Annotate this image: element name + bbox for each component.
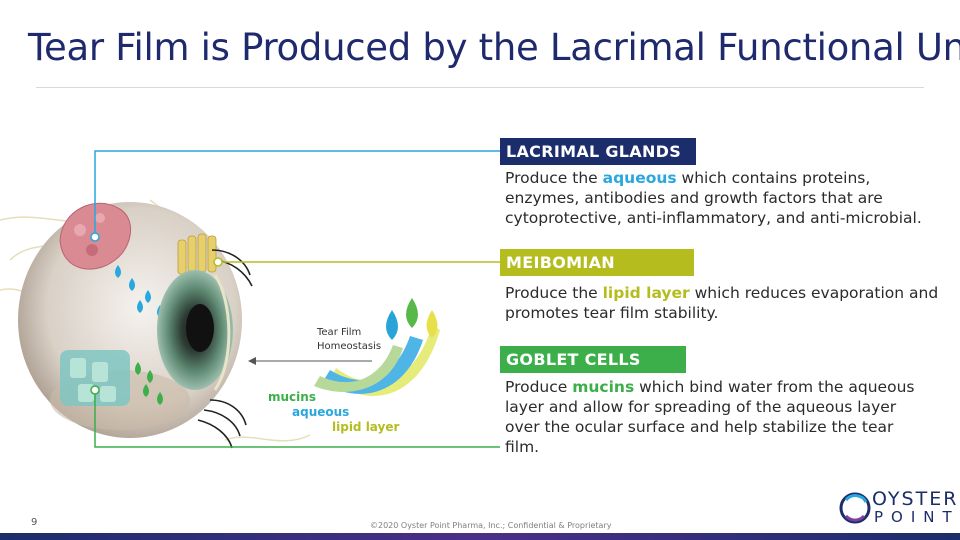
page-number: 9 [31, 517, 38, 528]
oyster-point-logo-icon [839, 492, 871, 524]
logo-word-oyster: OYSTER [872, 488, 959, 510]
tear-film-drops [386, 298, 438, 340]
eyelashes [197, 249, 253, 449]
goblet-cells [60, 350, 130, 406]
homeostasis-label-line1: Tear Film [316, 327, 361, 338]
slide-title: Tear Film is Produced by the Lacrimal Fu… [28, 26, 960, 69]
layer-label-lipid: lipid layer [332, 420, 400, 434]
lacrimal-callout-line [94, 150, 500, 237]
eye-diagram: Tear Film Homeostasis mucins aqueous lip… [0, 150, 500, 449]
footer-copyright: ©2020 Oyster Point Pharma, Inc.; Confide… [370, 521, 612, 530]
title-divider [36, 87, 924, 88]
meibomian-glands-header: MEIBOMIAN GLANDS [500, 249, 694, 299]
goblet-cells-description: Produce mucins which bind water from the… [505, 378, 915, 456]
meibomian-glands [177, 233, 217, 275]
mucins-highlight: mucins [572, 378, 635, 396]
goblet-callout-line [94, 390, 500, 448]
lacrimal-glands-header: LACRIMAL GLANDS [500, 138, 696, 165]
homeostasis-label-line2: Homeostasis [317, 341, 381, 352]
lipid-layer-highlight: lipid layer [602, 284, 690, 302]
bottom-accent-bar [0, 533, 960, 540]
aqueous-highlight: aqueous [602, 169, 677, 187]
logo-word-point: POINT [874, 508, 960, 526]
goblet-cells-header: GOBLET CELLS [500, 346, 686, 373]
layer-label-aqueous: aqueous [292, 405, 349, 419]
lacrimal-glands-description: Produce the aqueous which contains prote… [505, 169, 922, 227]
tear-film-layers [314, 325, 440, 396]
layer-label-mucins: mucins [268, 390, 316, 404]
meibomian-glands-description: Produce the lipid layer which reduces ev… [505, 284, 939, 322]
